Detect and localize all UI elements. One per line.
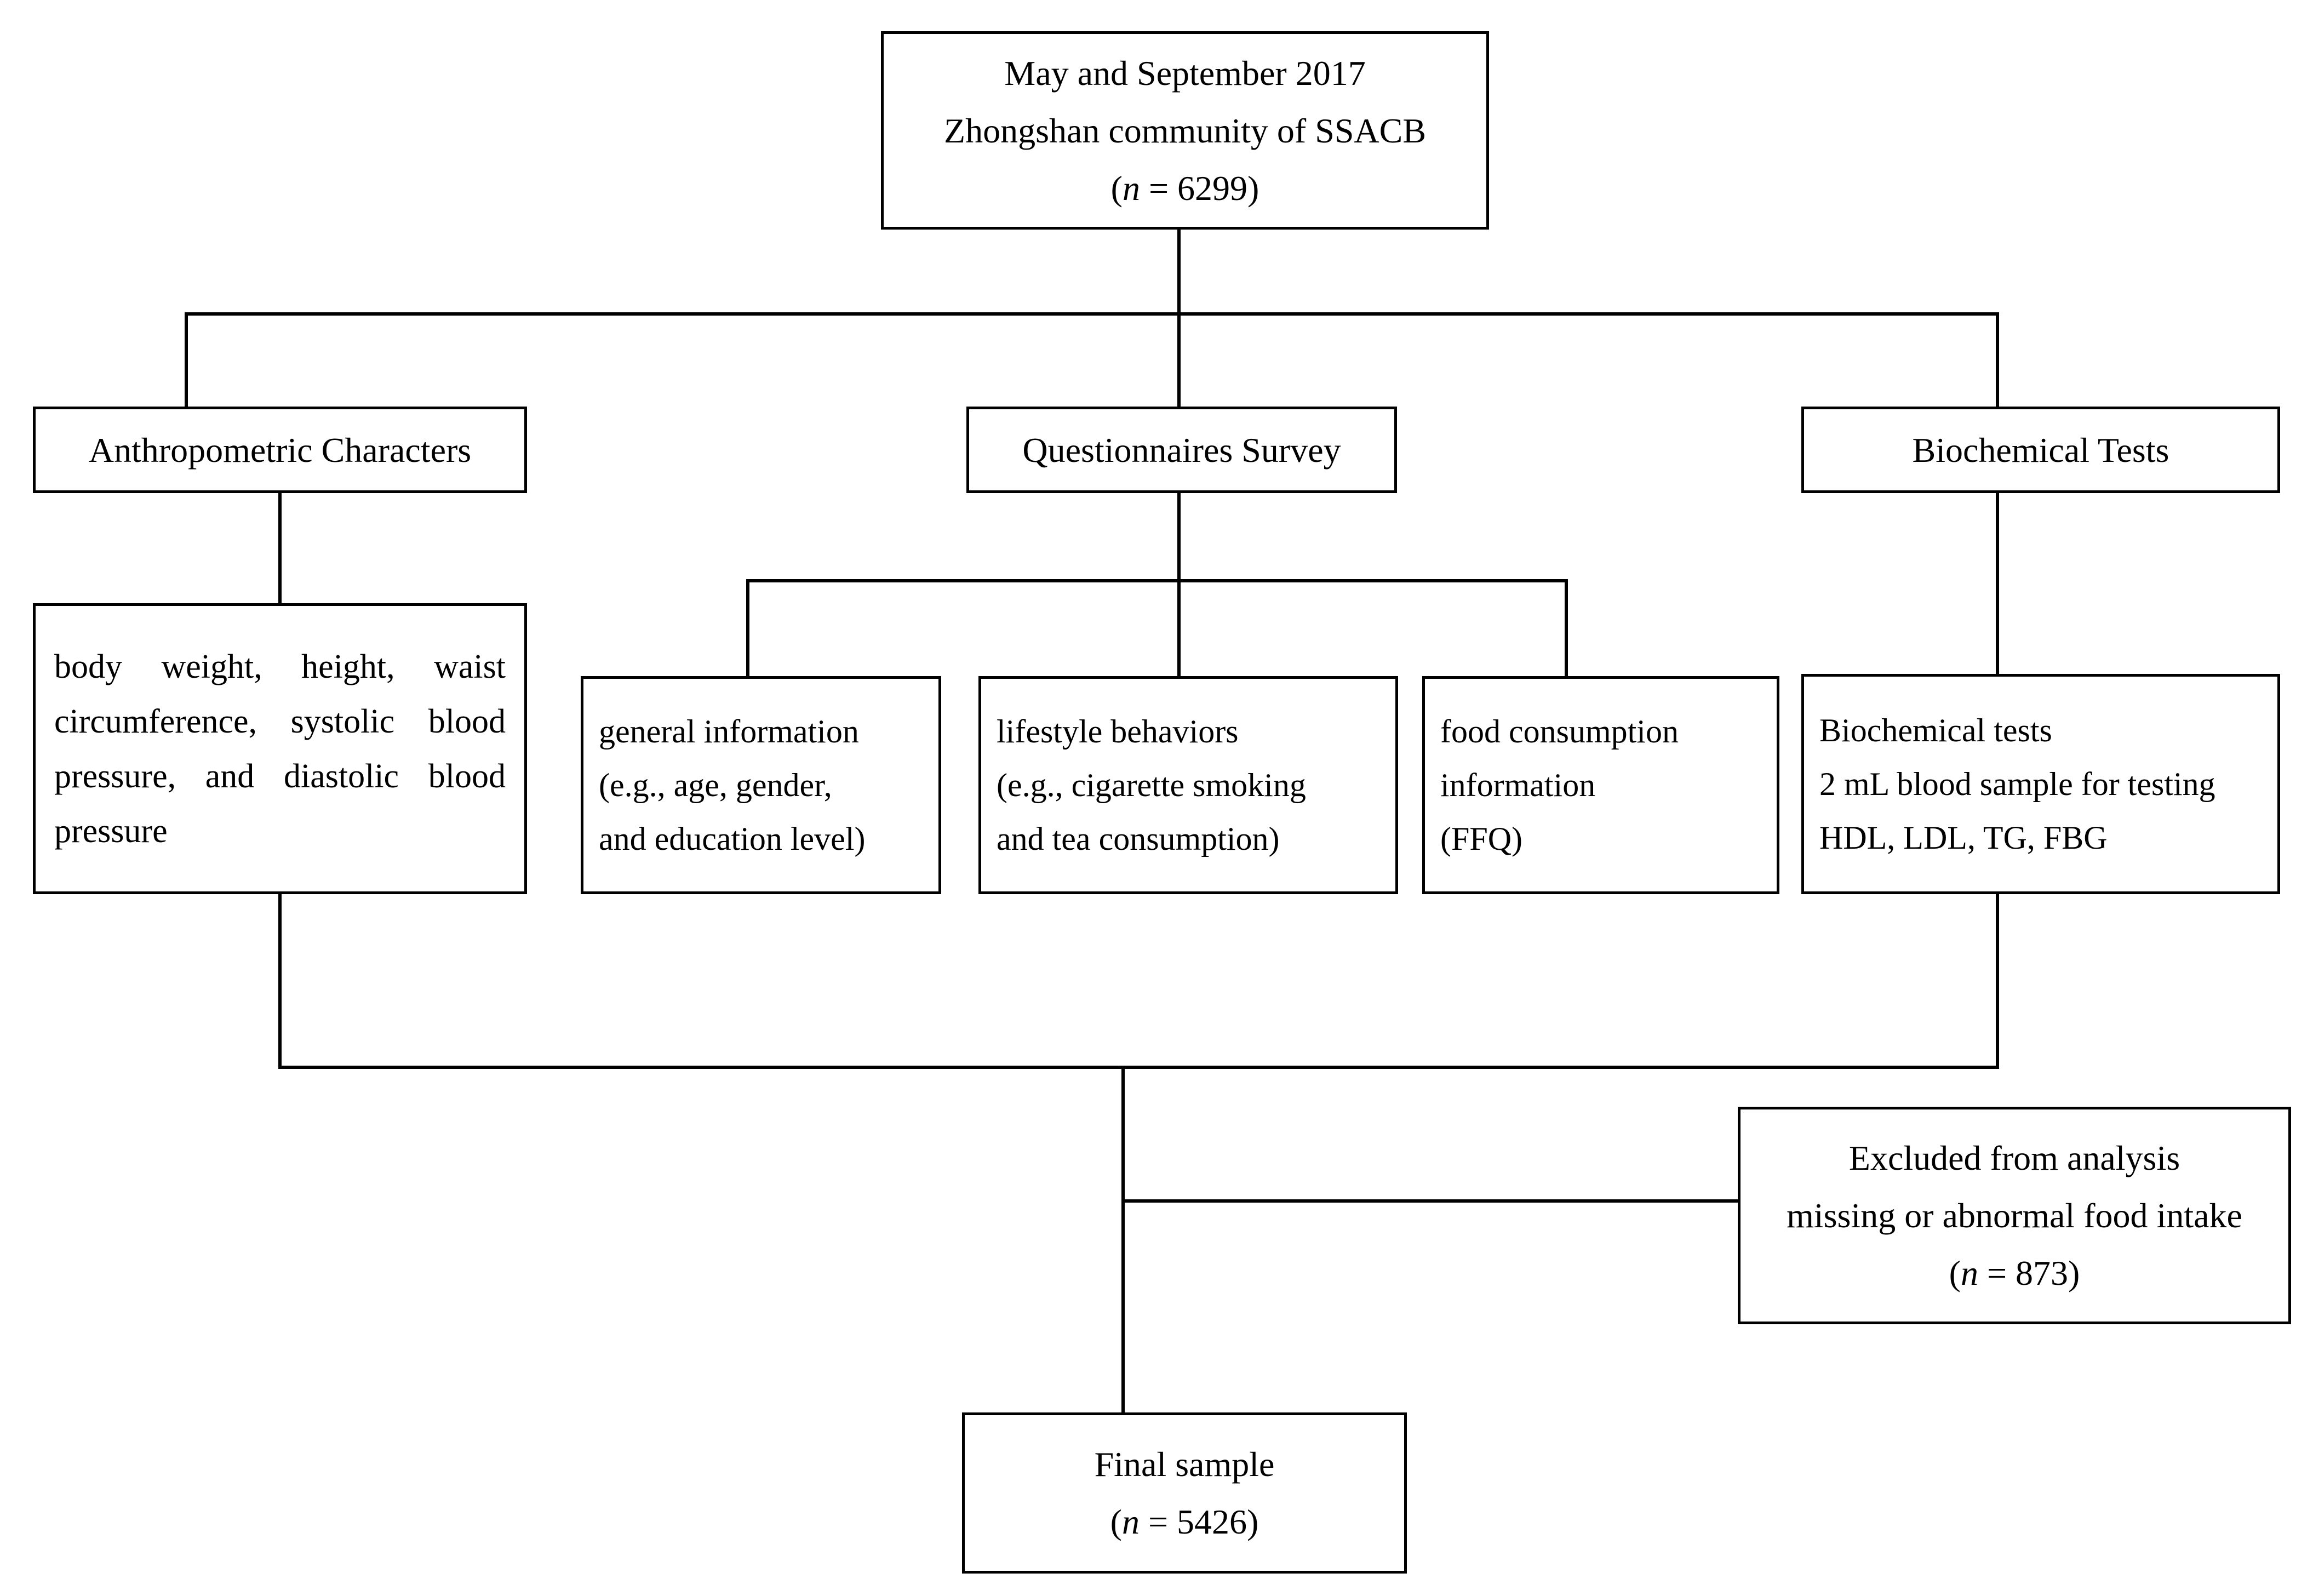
final-n-value: = 5426) xyxy=(1139,1502,1259,1541)
biochemical-detail-line2: 2 mL blood sample for testing xyxy=(1819,766,2215,802)
general-information-line1: general information xyxy=(599,713,859,750)
connector-row2-bus xyxy=(185,312,1999,316)
node-anthropometric-characters: Anthropometric Characters xyxy=(33,407,527,493)
biochemical-detail-line3: HDL, LDL, TG, FBG xyxy=(1819,820,2108,856)
node-excluded-from-analysis: Excluded from analysis missing or abnorm… xyxy=(1738,1107,2291,1324)
node-questionnaires-survey: Questionnaires Survey xyxy=(966,407,1397,493)
connector-to-questionnaires xyxy=(1177,312,1181,408)
connector-to-biochemical xyxy=(1996,312,1999,408)
node-final-sample: Final sample (n = 5426) xyxy=(962,1412,1407,1574)
connector-to-anthropometric xyxy=(185,312,188,408)
node-food-consumption-information: food consumption information (FFQ) xyxy=(1422,676,1779,894)
source-n-symbol: n xyxy=(1122,168,1140,208)
node-source-population: May and September 2017 Zhongshan communi… xyxy=(881,31,1489,230)
connector-to-general-information xyxy=(746,579,749,678)
excluded-n-symbol: n xyxy=(1960,1254,1978,1292)
excluded-n-value: = 873) xyxy=(1978,1254,2080,1292)
node-anthropometric-detail: body weight, height, waist circumference… xyxy=(33,603,527,894)
node-biochemical-tests: Biochemical Tests xyxy=(1801,407,2280,493)
source-n-value: = 6299) xyxy=(1140,168,1259,208)
final-n-symbol: n xyxy=(1121,1502,1140,1541)
excluded-line-count: (n = 873) xyxy=(1741,1244,2288,1302)
excluded-line1: Excluded from analysis xyxy=(1848,1139,2180,1177)
source-line-period: May and September 2017 xyxy=(1004,53,1366,93)
connector-anthropometric-detail-down xyxy=(278,893,282,1067)
connector-to-excluded xyxy=(1121,1199,1739,1203)
anthropometric-detail-text: body weight, height, waist circumference… xyxy=(54,648,506,850)
source-line-count: (n = 6299) xyxy=(884,159,1486,217)
source-line-community: Zhongshan community of SSACB xyxy=(943,111,1427,150)
excluded-paren-open: ( xyxy=(1949,1254,1961,1292)
lifestyle-behaviors-line2: (e.g., cigarette smoking xyxy=(997,767,1306,803)
food-consumption-line2: information xyxy=(1440,767,1596,803)
connector-source-down xyxy=(1177,230,1181,316)
excluded-line2: missing or abnormal food intake xyxy=(1787,1196,2242,1235)
biochemical-label: Biochemical Tests xyxy=(1912,430,2169,470)
final-paren-open: ( xyxy=(1110,1502,1122,1541)
food-consumption-line1: food consumption xyxy=(1440,713,1679,750)
lifestyle-behaviors-line1: lifestyle behaviors xyxy=(997,713,1239,750)
lifestyle-behaviors-line3: and tea consumption) xyxy=(997,821,1280,857)
connector-questionnaires-bus xyxy=(746,579,1568,582)
final-sample-label: Final sample xyxy=(1094,1445,1275,1484)
connector-biochemical-to-detail xyxy=(1996,492,1999,676)
connector-to-food-consumption xyxy=(1565,579,1568,678)
general-information-line2: (e.g., age, gender, xyxy=(599,767,832,803)
general-information-line3: and education level) xyxy=(599,821,866,857)
node-biochemical-detail: Biochemical tests 2 mL blood sample for … xyxy=(1801,674,2280,894)
final-sample-count: (n = 5426) xyxy=(965,1493,1404,1551)
node-lifestyle-behaviors: lifestyle behaviors (e.g., cigarette smo… xyxy=(978,676,1398,894)
biochemical-detail-line1: Biochemical tests xyxy=(1819,712,2052,748)
source-paren-open: ( xyxy=(1110,168,1123,208)
connector-biochemical-detail-down xyxy=(1996,893,1999,1067)
connector-anthropometric-to-detail xyxy=(278,492,282,605)
anthropometric-label: Anthropometric Characters xyxy=(88,430,472,470)
connector-bottom-bus xyxy=(278,1066,1999,1069)
connector-questionnaires-down xyxy=(1177,492,1181,581)
connector-to-lifestyle-behaviors xyxy=(1177,579,1181,678)
food-consumption-line3: (FFQ) xyxy=(1440,821,1523,857)
connector-bottom-stem xyxy=(1121,1066,1125,1414)
node-general-information: general information (e.g., age, gender, … xyxy=(581,676,941,894)
questionnaires-label: Questionnaires Survey xyxy=(1022,430,1341,470)
